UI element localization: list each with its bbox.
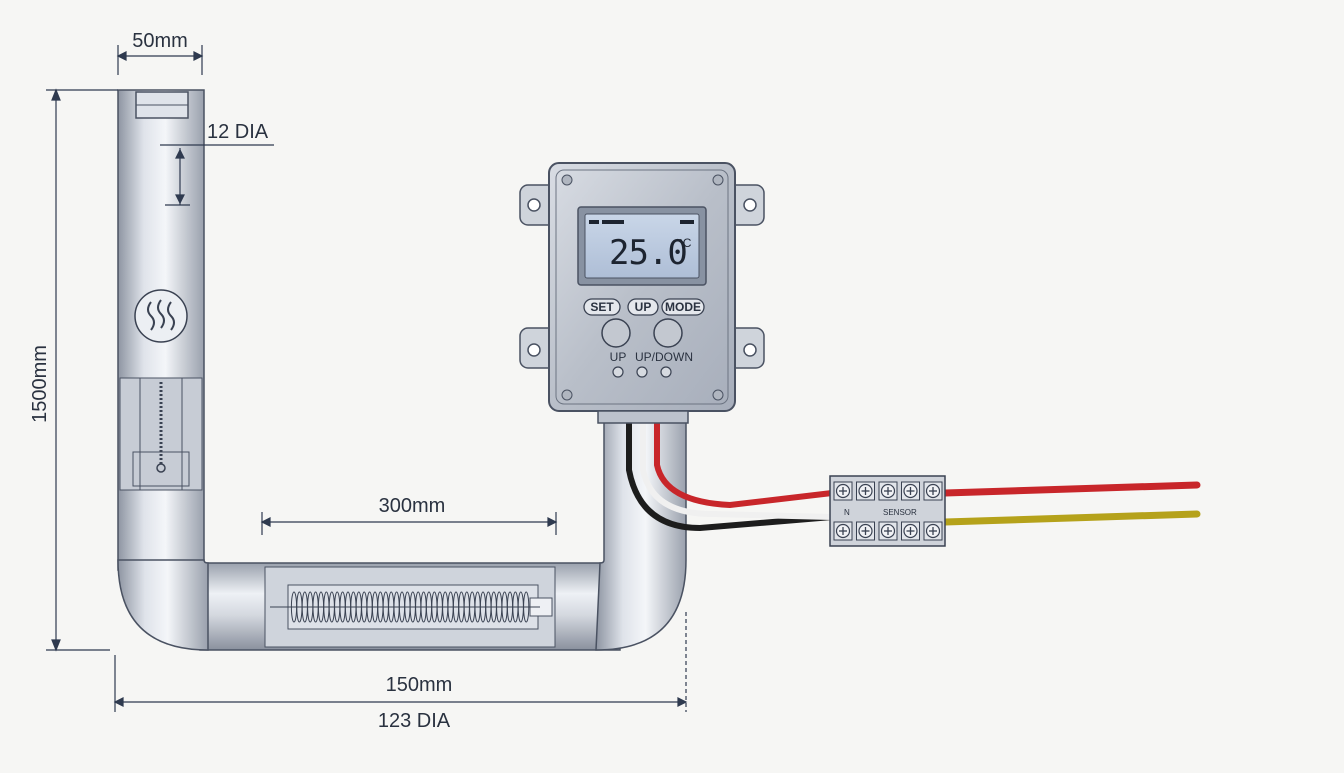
terminal-screw (833, 521, 853, 541)
terminal-block: N SENSOR (829, 475, 946, 547)
terminal-screw (856, 481, 875, 501)
terminal-screw (878, 481, 898, 501)
updown-label: UP/DOWN (635, 350, 693, 364)
indicator-led-2 (636, 366, 648, 378)
up-label: UP (610, 350, 627, 364)
wires (626, 417, 1201, 532)
mode-button[interactable]: MODE (661, 298, 705, 316)
heat-wave-icon (134, 289, 188, 343)
terminal-label-sensor: SENSOR (883, 508, 917, 517)
updown-round-button[interactable] (653, 318, 683, 348)
coil-turn (523, 591, 530, 623)
heater-pipe (117, 89, 687, 651)
indicator-led-3 (660, 366, 672, 378)
dim-large-dia: 123 DIA (378, 710, 451, 732)
up-button[interactable]: UP (627, 298, 659, 316)
heating-coil (290, 591, 530, 623)
lcd-temperature-value: 25.0 (609, 233, 687, 273)
mode-button-label: MODE (665, 300, 701, 314)
set-button-label: SET (590, 300, 614, 314)
terminal-screw (923, 481, 943, 501)
lcd-temperature-unit: °C (678, 236, 692, 250)
terminal-screw (901, 521, 920, 541)
up-round-button[interactable] (601, 318, 631, 348)
set-button[interactable]: SET (583, 298, 621, 316)
terminal-label-n: N (844, 508, 850, 517)
terminal-screw (901, 481, 920, 501)
indicator-led-1 (612, 366, 624, 378)
dim-height: 1500mm (29, 345, 51, 423)
up-button-label: UP (635, 300, 652, 314)
dim-inner-length: 300mm (379, 495, 446, 517)
dim-small-dia: 12 DIA (207, 121, 269, 143)
dim-base-length: 150mm (386, 674, 453, 696)
terminal-screw (878, 521, 898, 541)
terminal-screw (833, 481, 853, 501)
dim-width-top: 50mm (132, 30, 188, 52)
dimension-lines (46, 45, 688, 712)
terminal-screw (856, 521, 875, 541)
temperature-controller: 25.0 °C (519, 162, 765, 424)
terminal-screw (923, 521, 943, 541)
